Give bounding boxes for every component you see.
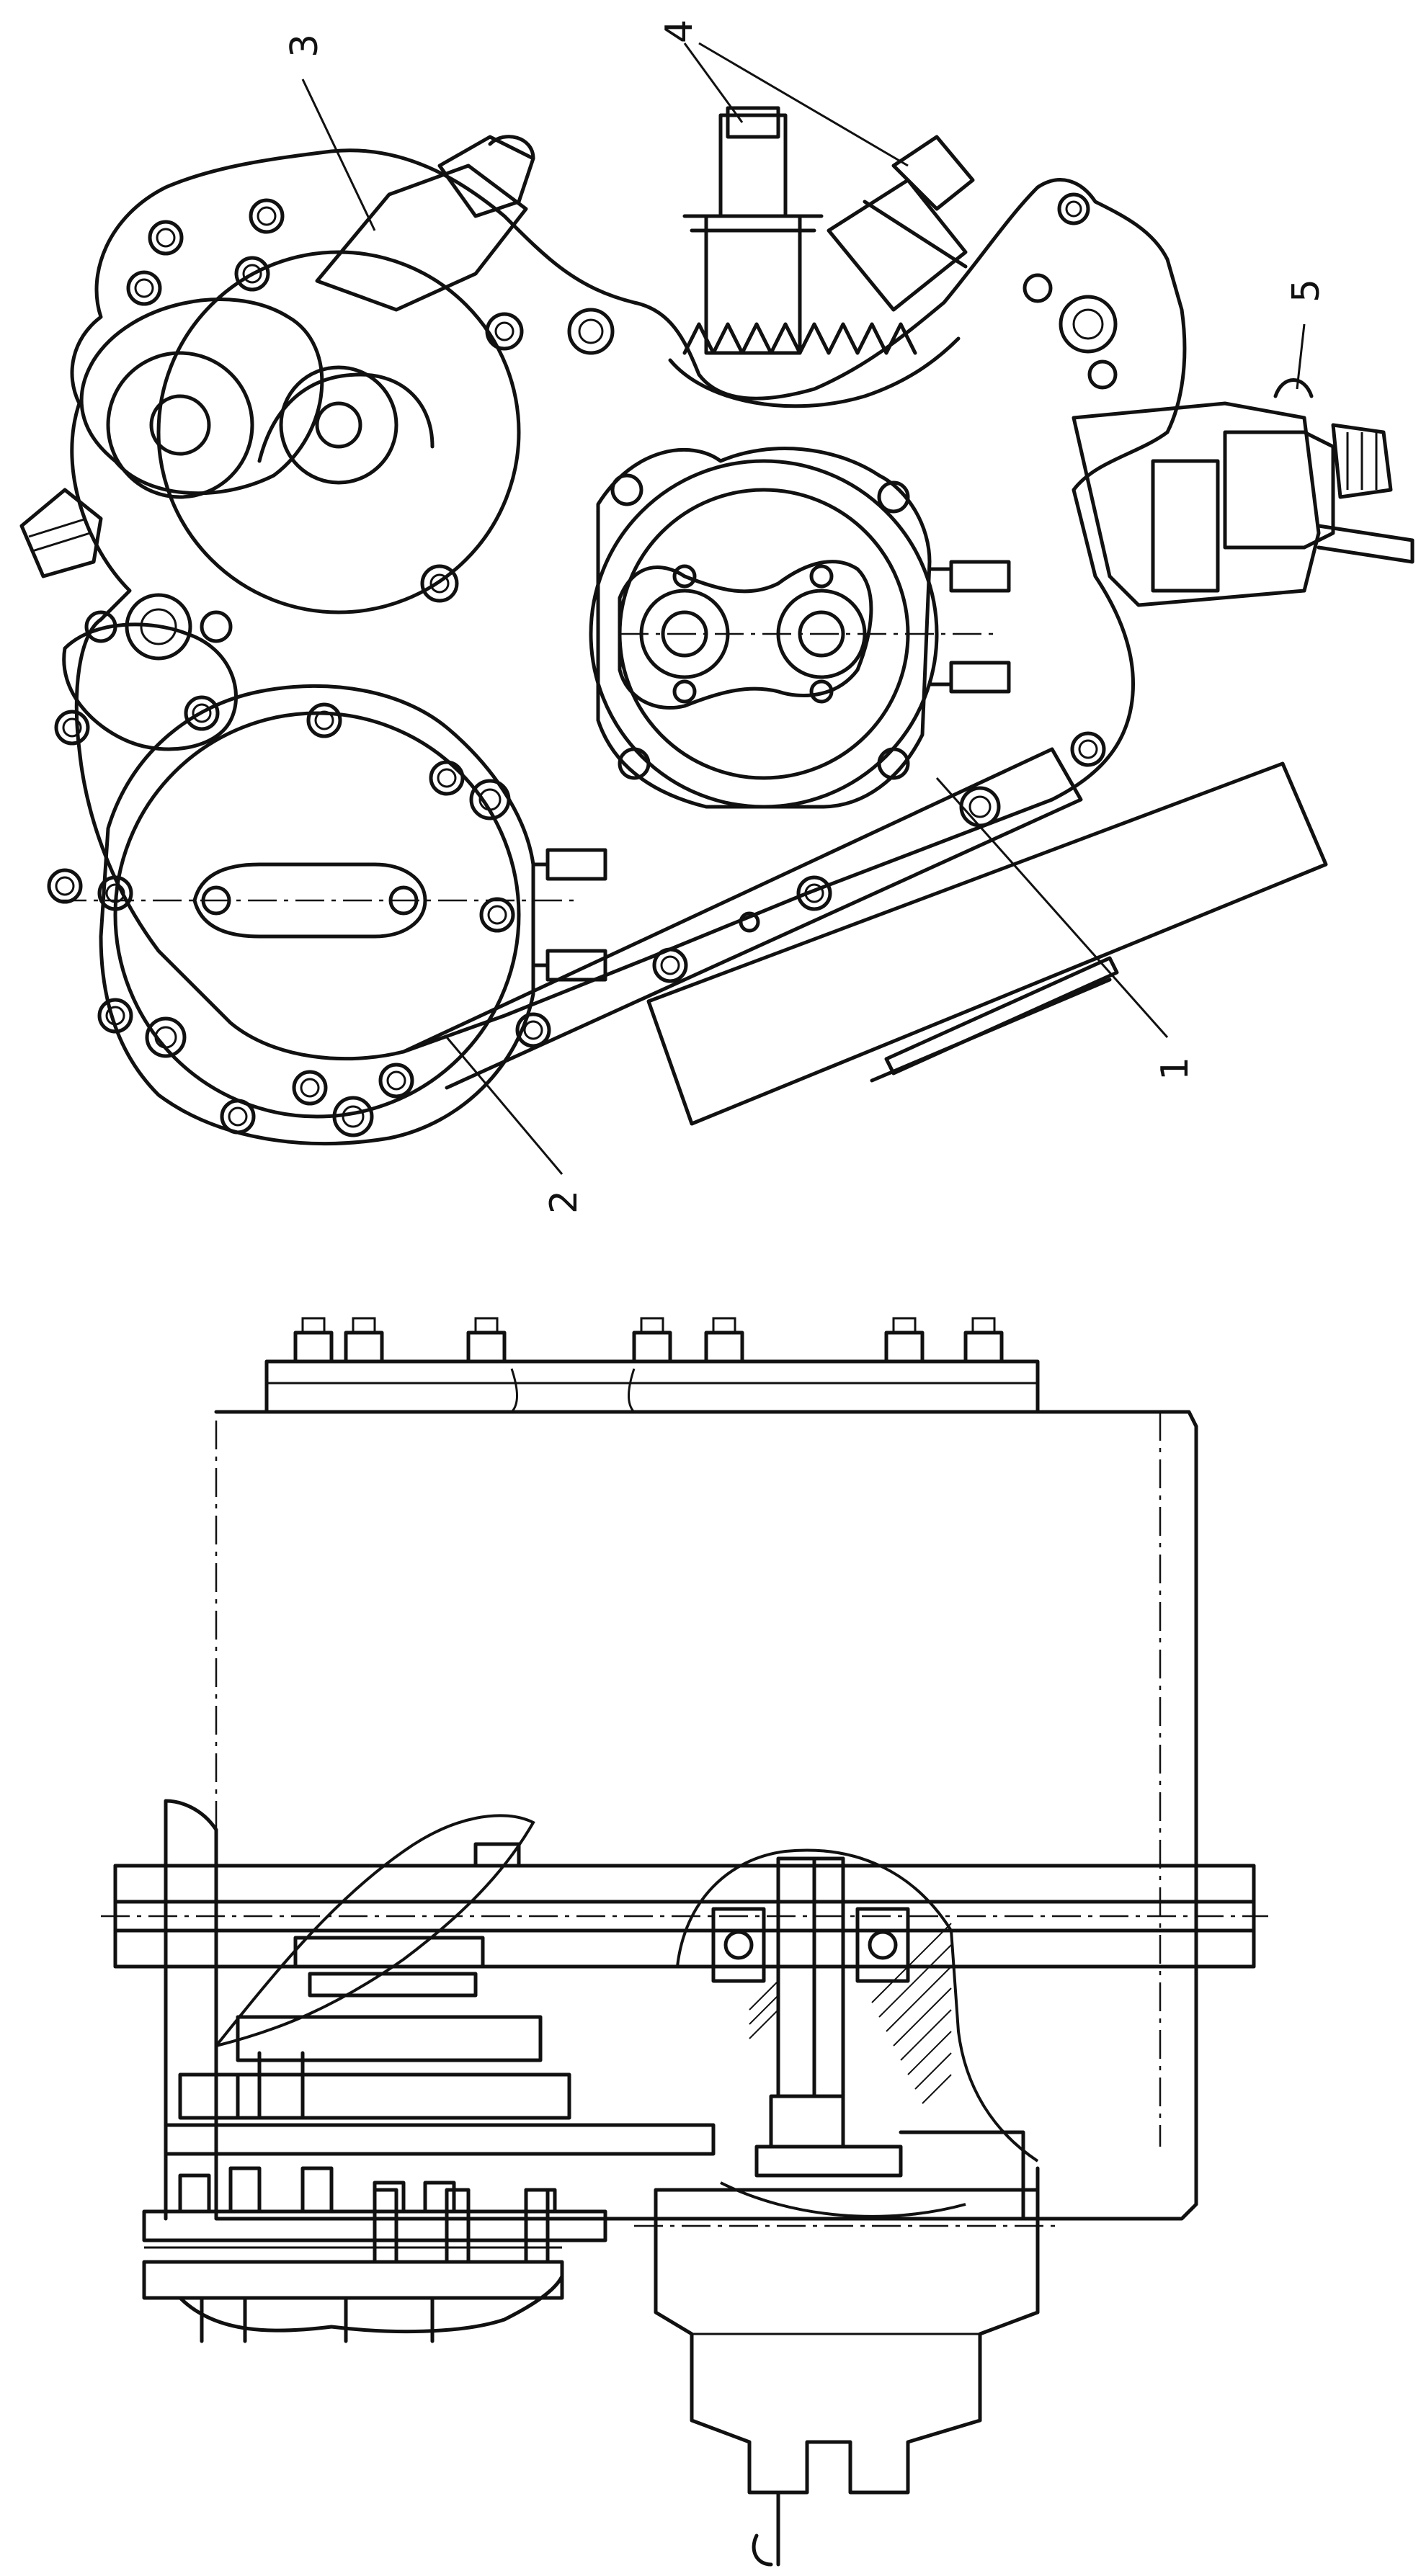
callout-5: 5 [1285, 279, 1328, 303]
pump-3-assembly [19, 135, 535, 614]
callout-4: 4 [658, 19, 701, 43]
top-flange-bolts [293, 1317, 1004, 1364]
lower-housing [164, 1410, 1198, 2221]
top-flange [264, 1359, 1040, 1414]
bottom-left-flange [142, 2166, 607, 2343]
motor-1-assembly [589, 447, 1011, 809]
bottom-right-cylinder [634, 2188, 1059, 2567]
lower-view [101, 1317, 1268, 2567]
motor-2-assembly [58, 684, 607, 1145]
left-mounting-ear [62, 622, 238, 751]
upper-bolts [47, 192, 1118, 1137]
right-cutaway-bearing [676, 1848, 1040, 2221]
leader-lines [301, 42, 1306, 1175]
callout-3: 3 [283, 34, 326, 58]
left-cutaway [164, 1814, 716, 2156]
callout-2: 2 [543, 1190, 586, 1214]
upper-view [19, 42, 1415, 1175]
sensor-4-pair [682, 106, 975, 355]
mounting-bracket [401, 747, 1328, 1126]
housing-outline [70, 148, 1187, 1061]
gear-sector [668, 322, 961, 408]
fitting-5-assembly [1072, 378, 1415, 607]
shaft-band [101, 1864, 1268, 1969]
callout-labels: 1 2 3 4 5 [283, 19, 1328, 1214]
callout-1: 1 [1154, 1057, 1197, 1081]
